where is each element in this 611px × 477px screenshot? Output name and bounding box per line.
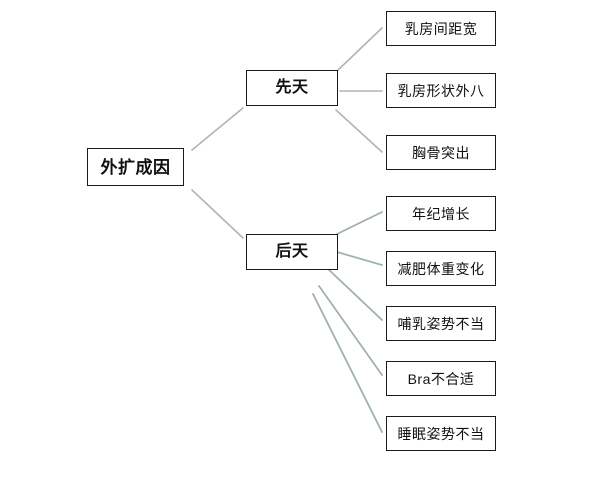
node-leaf-bra-fit-label: Bra不合适	[407, 370, 475, 387]
node-leaf-bra-fit[interactable]: Bra不合适	[386, 361, 496, 396]
connector-root-to-innate	[191, 107, 244, 151]
node-leaf-breast-gap[interactable]: 乳房间距宽	[386, 11, 496, 46]
node-leaf-aging-label: 年纪增长	[412, 205, 470, 222]
node-root-label: 外扩成因	[100, 157, 171, 177]
node-leaf-sternum-label: 胸骨突出	[412, 144, 470, 161]
connector-root-to-acquired	[191, 189, 244, 239]
connector-acquired-to-leaf-6	[326, 267, 383, 321]
node-leaf-aging[interactable]: 年纪增长	[386, 196, 496, 231]
node-leaf-sleep-posture-label: 睡眠姿势不当	[397, 425, 485, 442]
node-leaf-nursing-posture-label: 哺乳姿势不当	[397, 315, 485, 332]
connector-acquired-to-leaf-7	[318, 285, 383, 376]
node-leaf-nursing-posture[interactable]: 哺乳姿势不当	[386, 306, 496, 341]
node-leaf-breast-shape[interactable]: 乳房形状外八	[386, 73, 496, 108]
node-leaf-breast-gap-label: 乳房间距宽	[404, 20, 478, 37]
connector-acquired-to-leaf-5	[336, 251, 383, 266]
node-branch-innate[interactable]: 先天	[246, 70, 338, 106]
node-root[interactable]: 外扩成因	[87, 148, 184, 186]
node-leaf-sternum[interactable]: 胸骨突出	[386, 135, 496, 170]
connector-acquired-to-leaf-8	[312, 293, 383, 433]
node-leaf-sleep-posture[interactable]: 睡眠姿势不当	[386, 416, 496, 451]
node-leaf-weight-change-label: 减肥体重变化	[397, 260, 485, 277]
connector-innate-to-leaf-3	[335, 109, 383, 153]
connector-innate-to-leaf-1	[335, 27, 383, 73]
node-leaf-breast-shape-label: 乳房形状外八	[397, 82, 485, 99]
node-branch-innate-label: 先天	[275, 79, 309, 96]
connector-acquired-to-leaf-4	[336, 211, 383, 235]
node-branch-acquired-label: 后天	[275, 243, 309, 260]
node-branch-acquired[interactable]: 后天	[246, 234, 338, 270]
node-leaf-weight-change[interactable]: 减肥体重变化	[386, 251, 496, 286]
